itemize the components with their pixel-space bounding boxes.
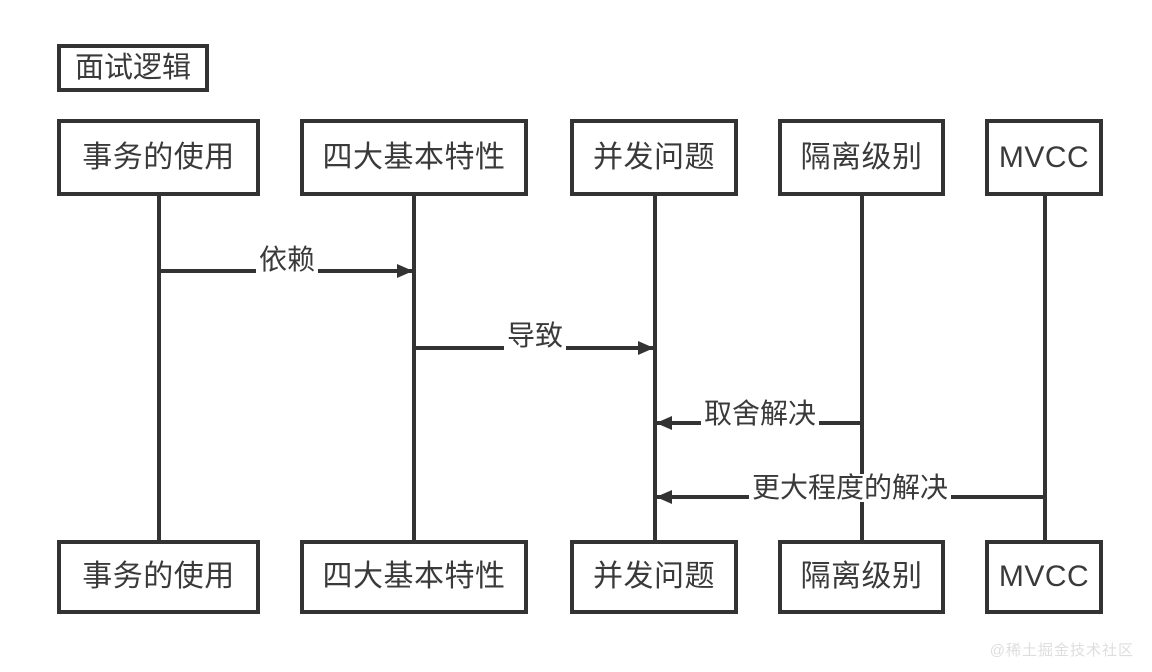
message-label-3: 取舍解决 xyxy=(700,400,820,428)
watermark: @稀土掘金技术社区 xyxy=(989,642,1134,659)
participant-box-top-p1[interactable]: 事务的使用 xyxy=(57,119,260,196)
diagram-title: 面试逻辑 xyxy=(74,51,191,84)
participant-label: 事务的使用 xyxy=(82,140,235,174)
participant-box-bottom-p4[interactable]: 隔离级别 xyxy=(778,540,945,614)
participant-box-top-p4[interactable]: 隔离级别 xyxy=(778,119,945,196)
participant-box-top-p2[interactable]: 四大基本特性 xyxy=(300,119,528,196)
participant-box-bottom-p3[interactable]: 并发问题 xyxy=(570,540,738,614)
message-lines-group xyxy=(159,264,1045,504)
message-label-2: 导致 xyxy=(503,322,567,350)
participant-label: MVCC xyxy=(998,140,1090,174)
participant-label: MVCC xyxy=(998,560,1090,593)
participant-label: 四大基本特性 xyxy=(322,560,506,593)
participant-label: 并发问题 xyxy=(593,560,715,593)
participant-box-bottom-p5[interactable]: MVCC xyxy=(985,540,1103,614)
participant-label: 并发问题 xyxy=(593,140,715,174)
participant-box-bottom-p1[interactable]: 事务的使用 xyxy=(57,540,260,614)
participant-label: 隔离级别 xyxy=(800,140,923,174)
message-label-1: 依赖 xyxy=(255,246,319,274)
message-label-4: 更大程度的解决 xyxy=(748,474,952,502)
participant-label: 事务的使用 xyxy=(82,560,235,593)
participant-box-top-p5[interactable]: MVCC xyxy=(985,119,1103,196)
participant-label: 四大基本特性 xyxy=(322,140,506,174)
participant-box-bottom-p2[interactable]: 四大基本特性 xyxy=(300,540,528,614)
participant-label: 隔离级别 xyxy=(800,560,923,593)
diagram-title-box: 面试逻辑 xyxy=(57,44,209,92)
participant-box-top-p3[interactable]: 并发问题 xyxy=(570,119,738,196)
